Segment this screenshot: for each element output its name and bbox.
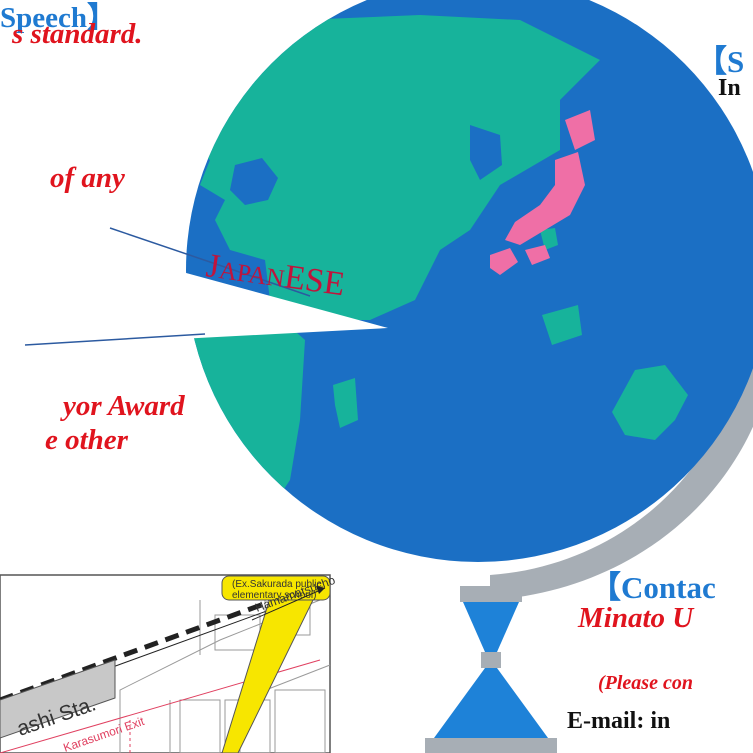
left-line-4: e other <box>45 424 128 456</box>
island-1 <box>542 305 582 345</box>
map-school-label-1: (Ex.Sakurada public <box>232 579 322 590</box>
left-line-1: s standard. <box>12 18 143 50</box>
globe-stand <box>425 586 557 753</box>
asia-landmass <box>186 15 600 320</box>
right-heading-top: 【S <box>696 44 745 79</box>
access-map: ashi Sta. Karasumori Exit (Ex.Sakurada p… <box>0 573 337 753</box>
contact-heading: 【Contac <box>590 570 716 605</box>
globe <box>186 0 753 562</box>
speech-bubble: JAPANESE. <box>10 225 388 348</box>
island-4 <box>540 228 558 250</box>
island-2 <box>333 378 358 428</box>
left-heading-fragment: Speech】 <box>0 2 117 34</box>
japan-islands <box>490 110 595 275</box>
map-school-label-2: elementary school) <box>232 590 316 601</box>
gulf-shape <box>470 125 502 180</box>
contact-email: E-mail: in <box>567 708 671 734</box>
contact-note: (Please con <box>598 672 693 694</box>
right-subline-top: In <box>718 75 741 101</box>
left-line-3: yor Award <box>63 390 185 422</box>
inland-sea <box>230 158 278 205</box>
left-line-2: of any <box>50 162 125 194</box>
island-3 <box>612 365 688 440</box>
contact-org: Minato U <box>578 602 694 634</box>
